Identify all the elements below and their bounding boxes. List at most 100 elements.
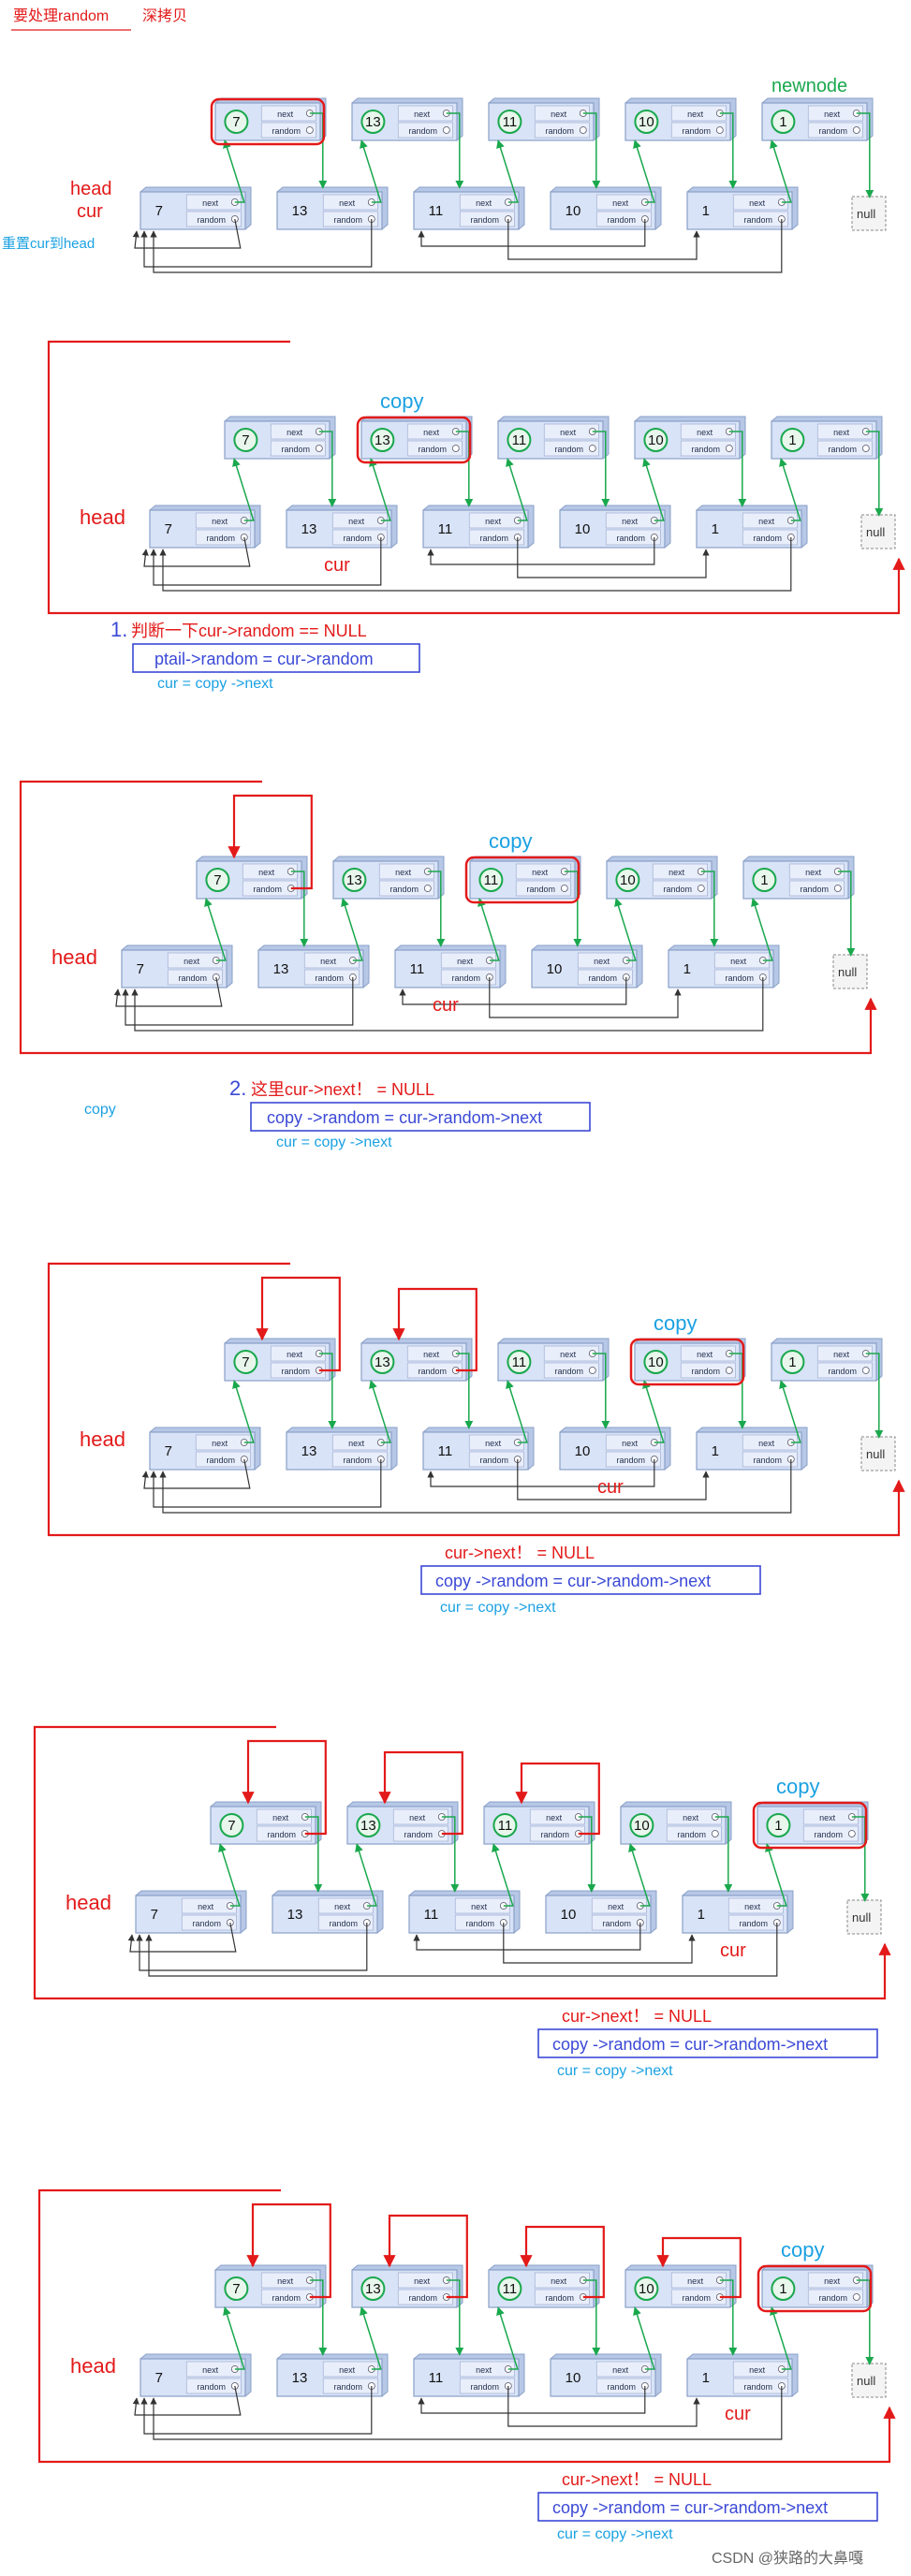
watermark: CSDN @狭路的大鼻嘎 xyxy=(712,2550,863,2567)
s1-num: 1. xyxy=(110,618,127,641)
node-value: 1 xyxy=(712,1443,719,1459)
null-node: null xyxy=(851,196,887,231)
copy-label: copy xyxy=(781,2238,824,2261)
null-node: null xyxy=(832,954,868,989)
field-random: random xyxy=(272,126,301,136)
field-next: next xyxy=(758,1439,775,1448)
highlight-box xyxy=(629,1338,745,1386)
node-value: 1 xyxy=(698,1907,705,1923)
field-random: random xyxy=(281,445,310,454)
cur-label: cur xyxy=(77,201,103,222)
field-next: next xyxy=(551,110,567,119)
field-random: random xyxy=(828,1367,857,1376)
original-node-3: next random 10 xyxy=(559,505,671,549)
node-value: 1 xyxy=(779,114,786,130)
field-next: next xyxy=(339,2365,356,2375)
head-label: head xyxy=(66,1891,111,1914)
field-random: random xyxy=(333,2382,362,2392)
field-next: next xyxy=(833,428,850,437)
field-random: random xyxy=(682,126,711,136)
field-random: random xyxy=(753,534,782,543)
node-value: 13 xyxy=(273,961,289,977)
field-random: random xyxy=(418,445,447,454)
field-next: next xyxy=(334,1902,351,1911)
field-next: next xyxy=(339,198,356,208)
cur-label: cur xyxy=(720,1940,746,1961)
s2-move: cur = copy ->next xyxy=(276,1134,392,1150)
node-value: 10 xyxy=(547,961,563,977)
field-next: next xyxy=(258,868,275,877)
step-code: copy ->random = cur->random->next xyxy=(552,2498,828,2517)
step-check: cur->next！ = NULL xyxy=(445,1544,595,1562)
field-random: random xyxy=(554,445,583,454)
field-random: random xyxy=(607,215,636,225)
field-next: next xyxy=(669,868,685,877)
field-next: next xyxy=(287,428,303,437)
node-value: 10 xyxy=(648,432,664,448)
field-next: next xyxy=(198,1902,214,1911)
field-random: random xyxy=(691,1367,720,1376)
node-value: 11 xyxy=(410,961,425,977)
highlight-box xyxy=(356,416,472,464)
field-random: random xyxy=(753,1456,782,1465)
cur-label: cur xyxy=(597,1477,624,1498)
node-value: 7 xyxy=(151,1907,158,1923)
node-value: 11 xyxy=(429,2370,444,2386)
node-value: 11 xyxy=(503,114,518,130)
node-value: 10 xyxy=(634,1818,650,1834)
field-next: next xyxy=(287,1350,303,1359)
node-value: 1 xyxy=(702,203,710,219)
field-random: random xyxy=(408,2293,437,2303)
null-node: null xyxy=(860,514,896,549)
node-value: 11 xyxy=(484,872,499,888)
node-value: 11 xyxy=(438,1443,453,1459)
field-random: random xyxy=(743,2382,772,2392)
copy-label: copy xyxy=(654,1311,697,1335)
field-random: random xyxy=(677,1830,706,1839)
svg-text:null: null xyxy=(852,1910,871,1925)
node-value: 7 xyxy=(165,521,172,537)
node-value: 13 xyxy=(301,1443,317,1459)
highlight-box xyxy=(757,2264,873,2313)
node-value: 7 xyxy=(232,2281,240,2297)
field-next: next xyxy=(485,1439,502,1448)
field-random: random xyxy=(479,534,508,543)
field-random: random xyxy=(616,1456,645,1465)
field-random: random xyxy=(253,885,282,894)
node-value: 1 xyxy=(683,961,691,977)
node-value: 10 xyxy=(561,1907,577,1923)
panels: nextrandom7nextrandom7nextrandom13nextra… xyxy=(2,76,905,2542)
field-random: random xyxy=(545,2293,574,2303)
node-value: 10 xyxy=(575,521,591,537)
field-random: random xyxy=(616,534,645,543)
s2-num: 2. xyxy=(229,1076,246,1100)
panel-1: nextrandom7nextrandom7nextrandom13nextra… xyxy=(2,76,887,273)
field-random: random xyxy=(470,215,499,225)
cur-label: cur xyxy=(725,2404,751,2424)
node-value: 1 xyxy=(774,1818,782,1834)
node-value: 10 xyxy=(639,2281,654,2297)
field-next: next xyxy=(277,2276,294,2286)
field-random: random xyxy=(814,1830,843,1839)
panel-4: nextrandom7nextrandom7nextrandom13nextra… xyxy=(47,1262,905,1616)
field-next: next xyxy=(485,517,502,526)
field-next: next xyxy=(560,428,577,437)
field-next: next xyxy=(348,517,365,526)
s1-code: ptail->random = cur->random xyxy=(154,650,374,668)
field-random: random xyxy=(451,973,480,983)
node-value: 13 xyxy=(292,203,308,219)
field-next: next xyxy=(622,517,639,526)
node-value: 10 xyxy=(620,872,636,888)
